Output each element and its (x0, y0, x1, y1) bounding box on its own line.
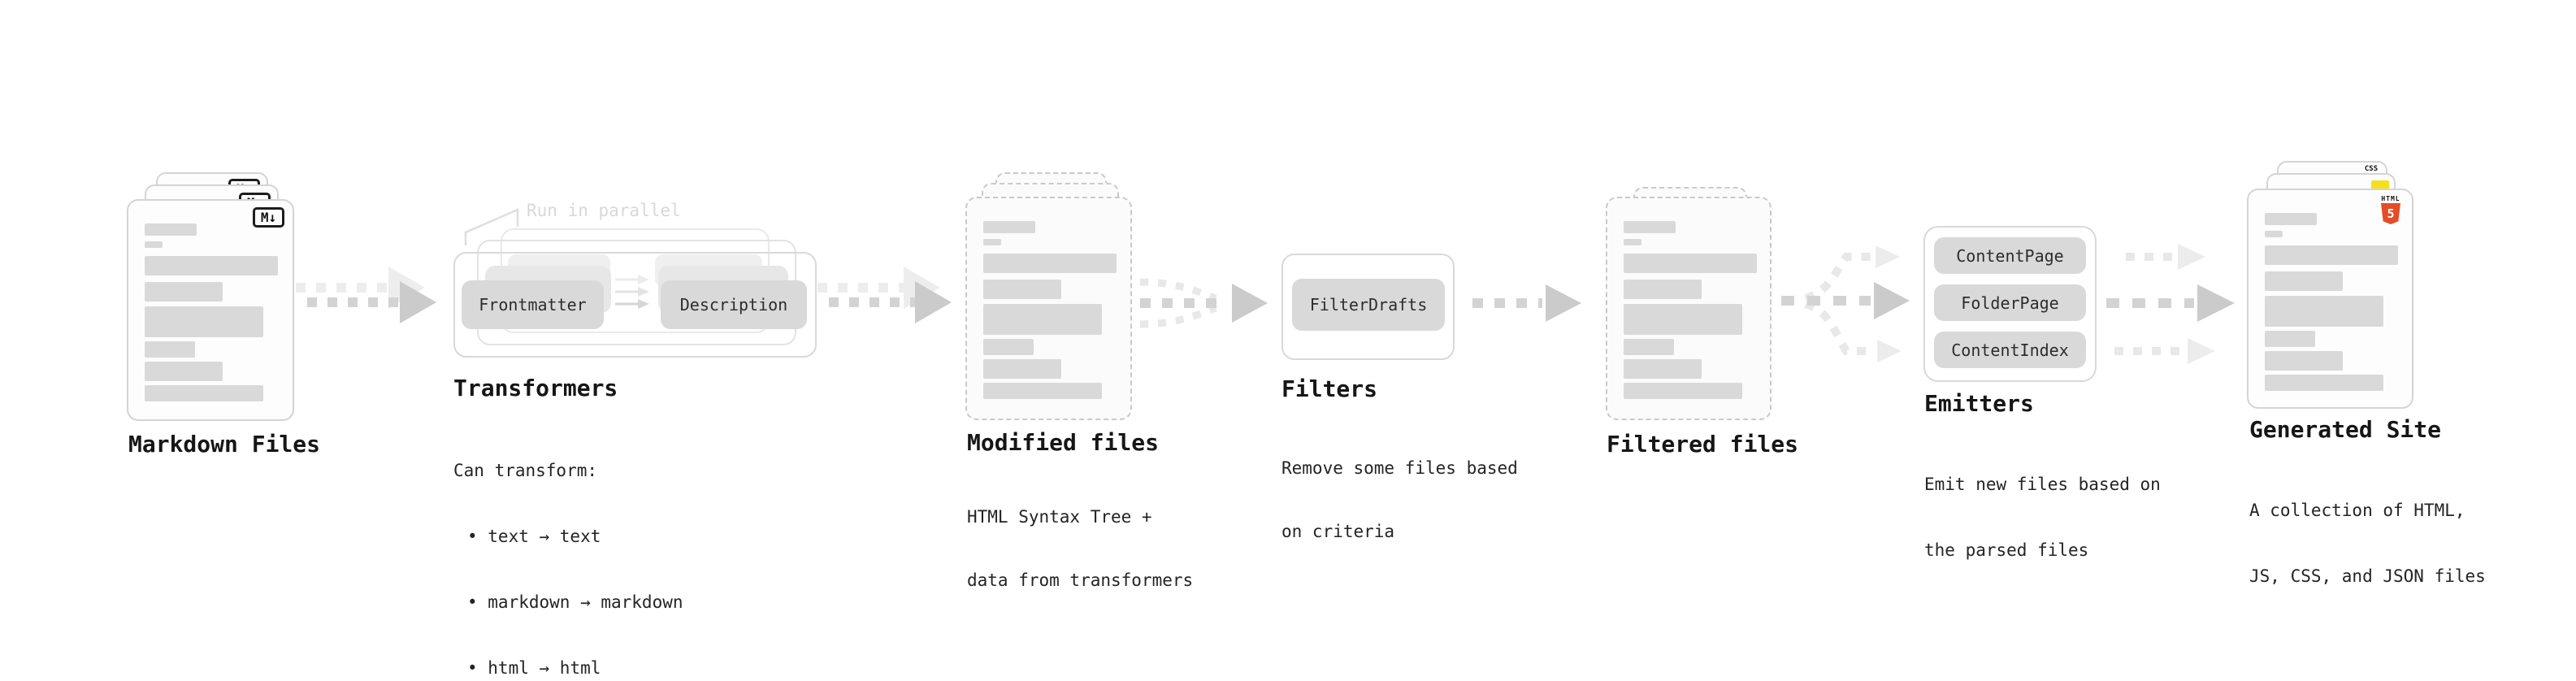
html-file-card: HTML 5 (2247, 189, 2413, 409)
modified-files-label: Modified files (967, 429, 1160, 456)
text-placeholder-bar (145, 306, 263, 337)
modified-files-description: HTML Syntax Tree + data from transformer… (967, 464, 1193, 633)
description-line: data from transformers (967, 570, 1194, 590)
text-placeholder-bar (2265, 375, 2383, 391)
filtered-file-card-front (1606, 197, 1772, 420)
text-placeholder-bar (983, 383, 1102, 399)
frontmatter-transformer-chip: Frontmatter (462, 280, 604, 329)
modified-files-stack (965, 172, 1132, 421)
arrow-filtered-to-emitters (1781, 245, 1910, 362)
markdown-files-stack: M↓ M↓ M↓ (127, 172, 294, 421)
arrow-emitters-to-generated (2106, 244, 2235, 364)
text-placeholder-bar (983, 239, 1001, 245)
generated-site-stack: CSS HTML 5 (2247, 161, 2413, 409)
filterdrafts-chip: FilterDrafts (1292, 279, 1445, 331)
text-placeholder-bar (1624, 280, 1702, 299)
run-in-parallel-note: Run in parallel (527, 201, 681, 220)
text-placeholder-bar (145, 341, 195, 358)
description-line: the parsed files (1924, 540, 2089, 560)
filtered-files-stack (1606, 187, 1772, 421)
text-placeholder-bar (2265, 351, 2343, 371)
text-placeholder-bar (1624, 383, 1742, 399)
filters-label: Filters (1281, 375, 1378, 402)
text-placeholder-bar (145, 282, 223, 301)
text-placeholder-bar (2265, 213, 2317, 225)
text-placeholder-bar (983, 254, 1117, 273)
arrow-modified-to-filters (1139, 278, 1268, 328)
description-line: JS, CSS, and JSON files (2249, 566, 2486, 586)
description-line: on criteria (1281, 522, 1395, 541)
transformers-description: Can transform: • text → text • markdown … (453, 416, 683, 681)
transformers-box-front (453, 252, 817, 358)
text-placeholder-bar (1624, 339, 1674, 355)
text-placeholder-bar (1624, 239, 1641, 245)
transformers-label: Transformers (453, 375, 618, 401)
markdown-file-card-front: M↓ (127, 199, 294, 421)
arrow-filters-to-filtered (1472, 284, 1581, 322)
text-placeholder-bar (145, 385, 263, 401)
text-placeholder-bar (1624, 221, 1676, 233)
text-placeholder-bar (2265, 271, 2343, 291)
description-line: • markdown → markdown (467, 592, 683, 612)
filters-description: Remove some files based on criteria (1281, 415, 1518, 584)
text-placeholder-bar (2265, 331, 2315, 347)
note-connector-line (464, 208, 519, 245)
html5-icon: HTML 5 (2380, 195, 2401, 224)
text-placeholder-bar (145, 256, 278, 275)
text-placeholder-bar (145, 241, 163, 248)
description-line: • text → text (467, 527, 601, 546)
description-line: Remove some files based (1281, 458, 1518, 478)
contentindex-emitter-chip: ContentIndex (1934, 332, 2086, 368)
description-transformer-chip: Description (661, 280, 807, 329)
text-placeholder-bar (983, 221, 1035, 233)
arrow-markdown-to-transformers (296, 267, 436, 323)
markdown-files-label: Markdown Files (128, 431, 321, 458)
text-placeholder-bar (983, 280, 1061, 299)
modified-file-card-front (965, 197, 1132, 420)
text-placeholder-bar (145, 362, 223, 381)
emitters-box (1923, 226, 2097, 382)
arrow-transformers-to-modified (817, 267, 952, 323)
contentpage-emitter-chip: ContentPage (1934, 237, 2086, 274)
markdown-icon: M↓ (253, 207, 284, 228)
emitters-label: Emitters (1924, 390, 2034, 417)
generated-site-label: Generated Site (2249, 416, 2442, 443)
text-placeholder-bar (1624, 359, 1702, 379)
emitters-description: Emit new files based on the parsed files (1924, 430, 2161, 605)
text-placeholder-bar (2265, 231, 2283, 237)
text-placeholder-bar (983, 359, 1061, 379)
description-line: • html → html (467, 658, 601, 678)
text-placeholder-bar (2265, 245, 2398, 265)
generated-site-description: A collection of HTML, JS, CSS, and JSON … (2249, 456, 2486, 631)
folderpage-emitter-chip: FolderPage (1934, 284, 2086, 321)
text-placeholder-bar (983, 339, 1034, 355)
description-line: Can transform: (453, 461, 598, 480)
text-placeholder-bar (1624, 254, 1757, 273)
text-placeholder-bar (983, 304, 1102, 335)
text-placeholder-bar (145, 223, 197, 236)
filters-box (1281, 254, 1455, 360)
description-line: Emit new files based on (1924, 475, 2161, 494)
arrow-frontmatter-to-description (615, 275, 649, 309)
text-placeholder-bar (2265, 296, 2383, 327)
filtered-files-label: Filtered files (1607, 431, 1799, 458)
description-line: HTML Syntax Tree + (967, 507, 1152, 527)
description-line: A collection of HTML, (2249, 501, 2465, 520)
text-placeholder-bar (1624, 304, 1742, 335)
